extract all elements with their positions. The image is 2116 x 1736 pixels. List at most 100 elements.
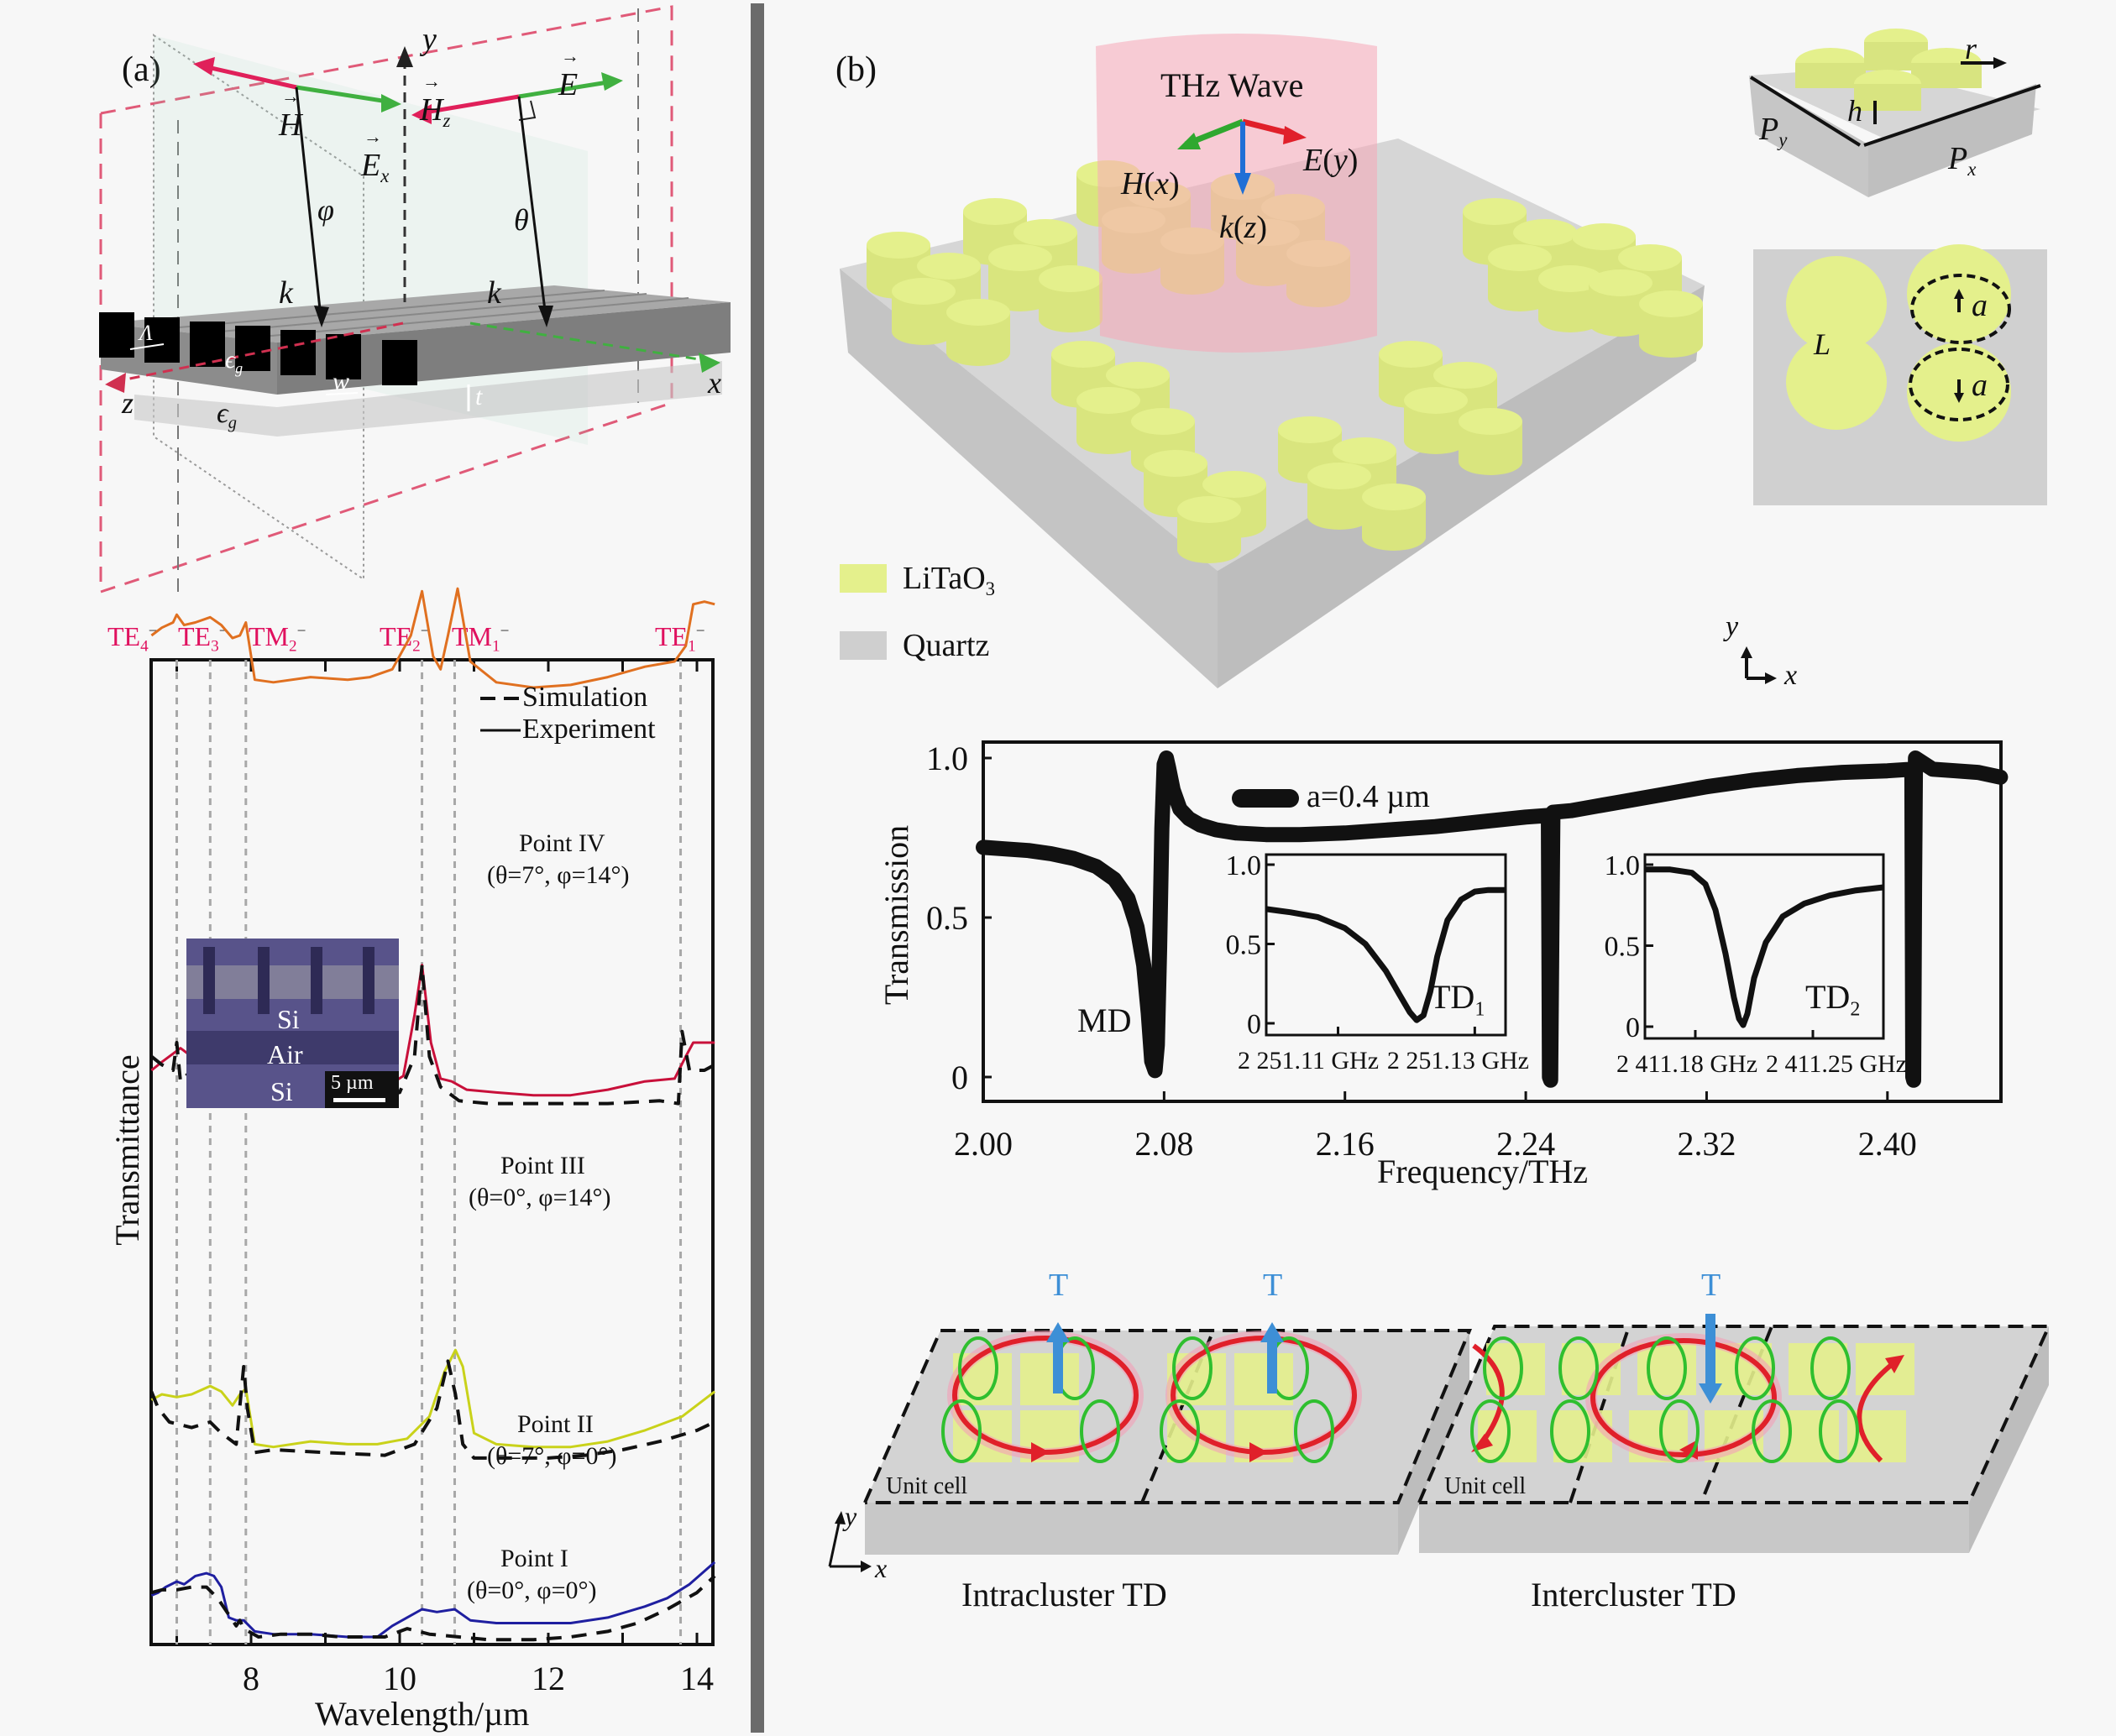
hz-vector-head: [411, 104, 432, 124]
x-axis-label-wavelength: Wavelength/µm: [315, 1695, 530, 1733]
inset-x-tick-label: 2 251.13 GHz: [1387, 1047, 1529, 1075]
side-current-arrow: [1885, 1355, 1904, 1373]
pillar-top: [1639, 290, 1703, 317]
h-vector-head: [193, 57, 215, 76]
side-current: [1857, 1357, 1899, 1463]
eps-g-sub: g: [235, 359, 244, 377]
td-x-axis-head: [861, 1561, 872, 1572]
top-view-shapes: [1741, 244, 2011, 684]
inset-y-tick-label: 0.5: [1226, 930, 1262, 961]
e-field-sym: E: [1303, 143, 1323, 178]
magnetic-loop: [1160, 1399, 1200, 1463]
lambda-dim: [129, 343, 165, 350]
vec-arrow-Ex: →: [364, 126, 382, 147]
Px-sub: x: [1967, 158, 1977, 180]
magnetic-loop: [1659, 1399, 1700, 1463]
label-phi: φ: [317, 193, 334, 227]
pillar-top: [1404, 387, 1468, 414]
inset-y-tick-label: 0: [1247, 1009, 1261, 1040]
intercluster-td-caption: Intercluster TD: [1531, 1576, 1736, 1613]
inset-y-tick-label: 1.0: [1605, 850, 1641, 881]
annotation-point-i: Point I: [500, 1545, 568, 1572]
z-axis-arrow: [105, 373, 126, 393]
label-h: h: [1847, 94, 1862, 128]
label-Hz: Hz: [420, 94, 450, 131]
pillar-bottom: [1039, 306, 1103, 332]
intercluster-slab-front: [1419, 1503, 1969, 1553]
right-angle-mark: [518, 100, 537, 121]
y-axis-arrow: [396, 46, 413, 67]
pillar-top: [946, 299, 1010, 326]
inset-y-tick-label: 0: [1626, 1012, 1640, 1043]
vec-arrow-E: →: [561, 45, 579, 66]
label-Hz-base: H: [420, 92, 443, 128]
intracluster-td-caption: Intracluster TD: [961, 1576, 1167, 1613]
mode-label-tm1: TM1−: [452, 623, 509, 655]
metasurface-3d: [840, 34, 1705, 688]
mode-label-sub: 2: [412, 637, 421, 656]
vec-arrow-H: →: [281, 86, 300, 107]
shift-down-arrow-head: [1954, 393, 1964, 403]
x-tick-label: 2.16: [1316, 1125, 1375, 1163]
px-dimension: [1863, 84, 2041, 147]
x-tick-label: 2.32: [1677, 1125, 1736, 1163]
unit-cell-3d: [1749, 29, 2041, 197]
magnetic-loop: [1810, 1336, 1851, 1400]
label-eps-g-inner: ϵg: [225, 348, 244, 377]
pillar-bottom: [946, 339, 1010, 366]
inset-y-tick-label: 1.0: [1226, 850, 1262, 881]
pillar-top: [1379, 341, 1443, 368]
mode-label-sub: 1: [492, 637, 500, 656]
pillar-top: [1131, 408, 1195, 435]
pillar-bottom: [1639, 331, 1703, 358]
eps-g2-sub: g: [228, 414, 237, 433]
td1-sub: 1: [1474, 998, 1485, 1021]
toroid-arrow-down-head: [1699, 1383, 1722, 1404]
td-axis-y: y: [845, 1501, 857, 1531]
pillar-top: [1513, 219, 1577, 246]
mode-label-sup: −: [148, 622, 158, 641]
magnetic-loop: [1172, 1336, 1213, 1400]
top-view-original-position: [1909, 348, 2009, 421]
label-L: L: [1814, 327, 1831, 361]
x-axis-line: [469, 322, 710, 363]
toroid-label-2: T: [1263, 1268, 1283, 1303]
label-Py: Py: [1759, 113, 1787, 150]
label-H: H: [279, 107, 302, 143]
td-y-axis: [828, 1519, 841, 1567]
intracluster-cell-outline: [863, 1329, 1472, 1504]
mode-label-tm2: TM2−: [249, 623, 306, 655]
transmission-frame: [982, 740, 2003, 1103]
pillar-top: [917, 253, 981, 280]
pillar-top: [1051, 341, 1115, 368]
magnetic-loop: [1080, 1399, 1120, 1463]
toroid-arrow-head: [1046, 1322, 1070, 1342]
pillar-top: [1362, 484, 1426, 510]
e-vector: [518, 79, 614, 99]
k-field-sym: k: [1219, 210, 1233, 245]
substrate-front-left: [840, 269, 1218, 688]
pillar-top: [1013, 219, 1077, 246]
label-theta: θ: [514, 203, 529, 237]
pillar-top: [867, 232, 930, 259]
vec-arrow-Hz: →: [422, 71, 441, 92]
x-tick-label: 12: [532, 1660, 565, 1697]
mode-label-te4: TE4−: [107, 623, 158, 655]
td2-sub: 2: [1850, 998, 1861, 1021]
thz-wave-label: THz Wave: [1160, 66, 1304, 104]
pillar-top: [1177, 496, 1241, 523]
pillar-bottom: [1589, 310, 1652, 337]
k-vector-right-head: [538, 306, 553, 327]
mode-label-sup: −: [296, 622, 306, 641]
sem-label-si-top: Si: [277, 1004, 300, 1034]
mode-label-te1: TE1−: [655, 623, 705, 655]
top-view-original-position: [1910, 274, 2011, 344]
magnetic-loop: [1550, 1399, 1590, 1463]
magnetic-loop: [1558, 1336, 1599, 1400]
pillar-bottom: [1404, 427, 1468, 454]
pillar-top: [1333, 437, 1396, 464]
x-tick-label: 10: [383, 1660, 416, 1697]
h-field-label: H(x): [1121, 166, 1180, 201]
x-axis-arrow: [699, 353, 720, 373]
